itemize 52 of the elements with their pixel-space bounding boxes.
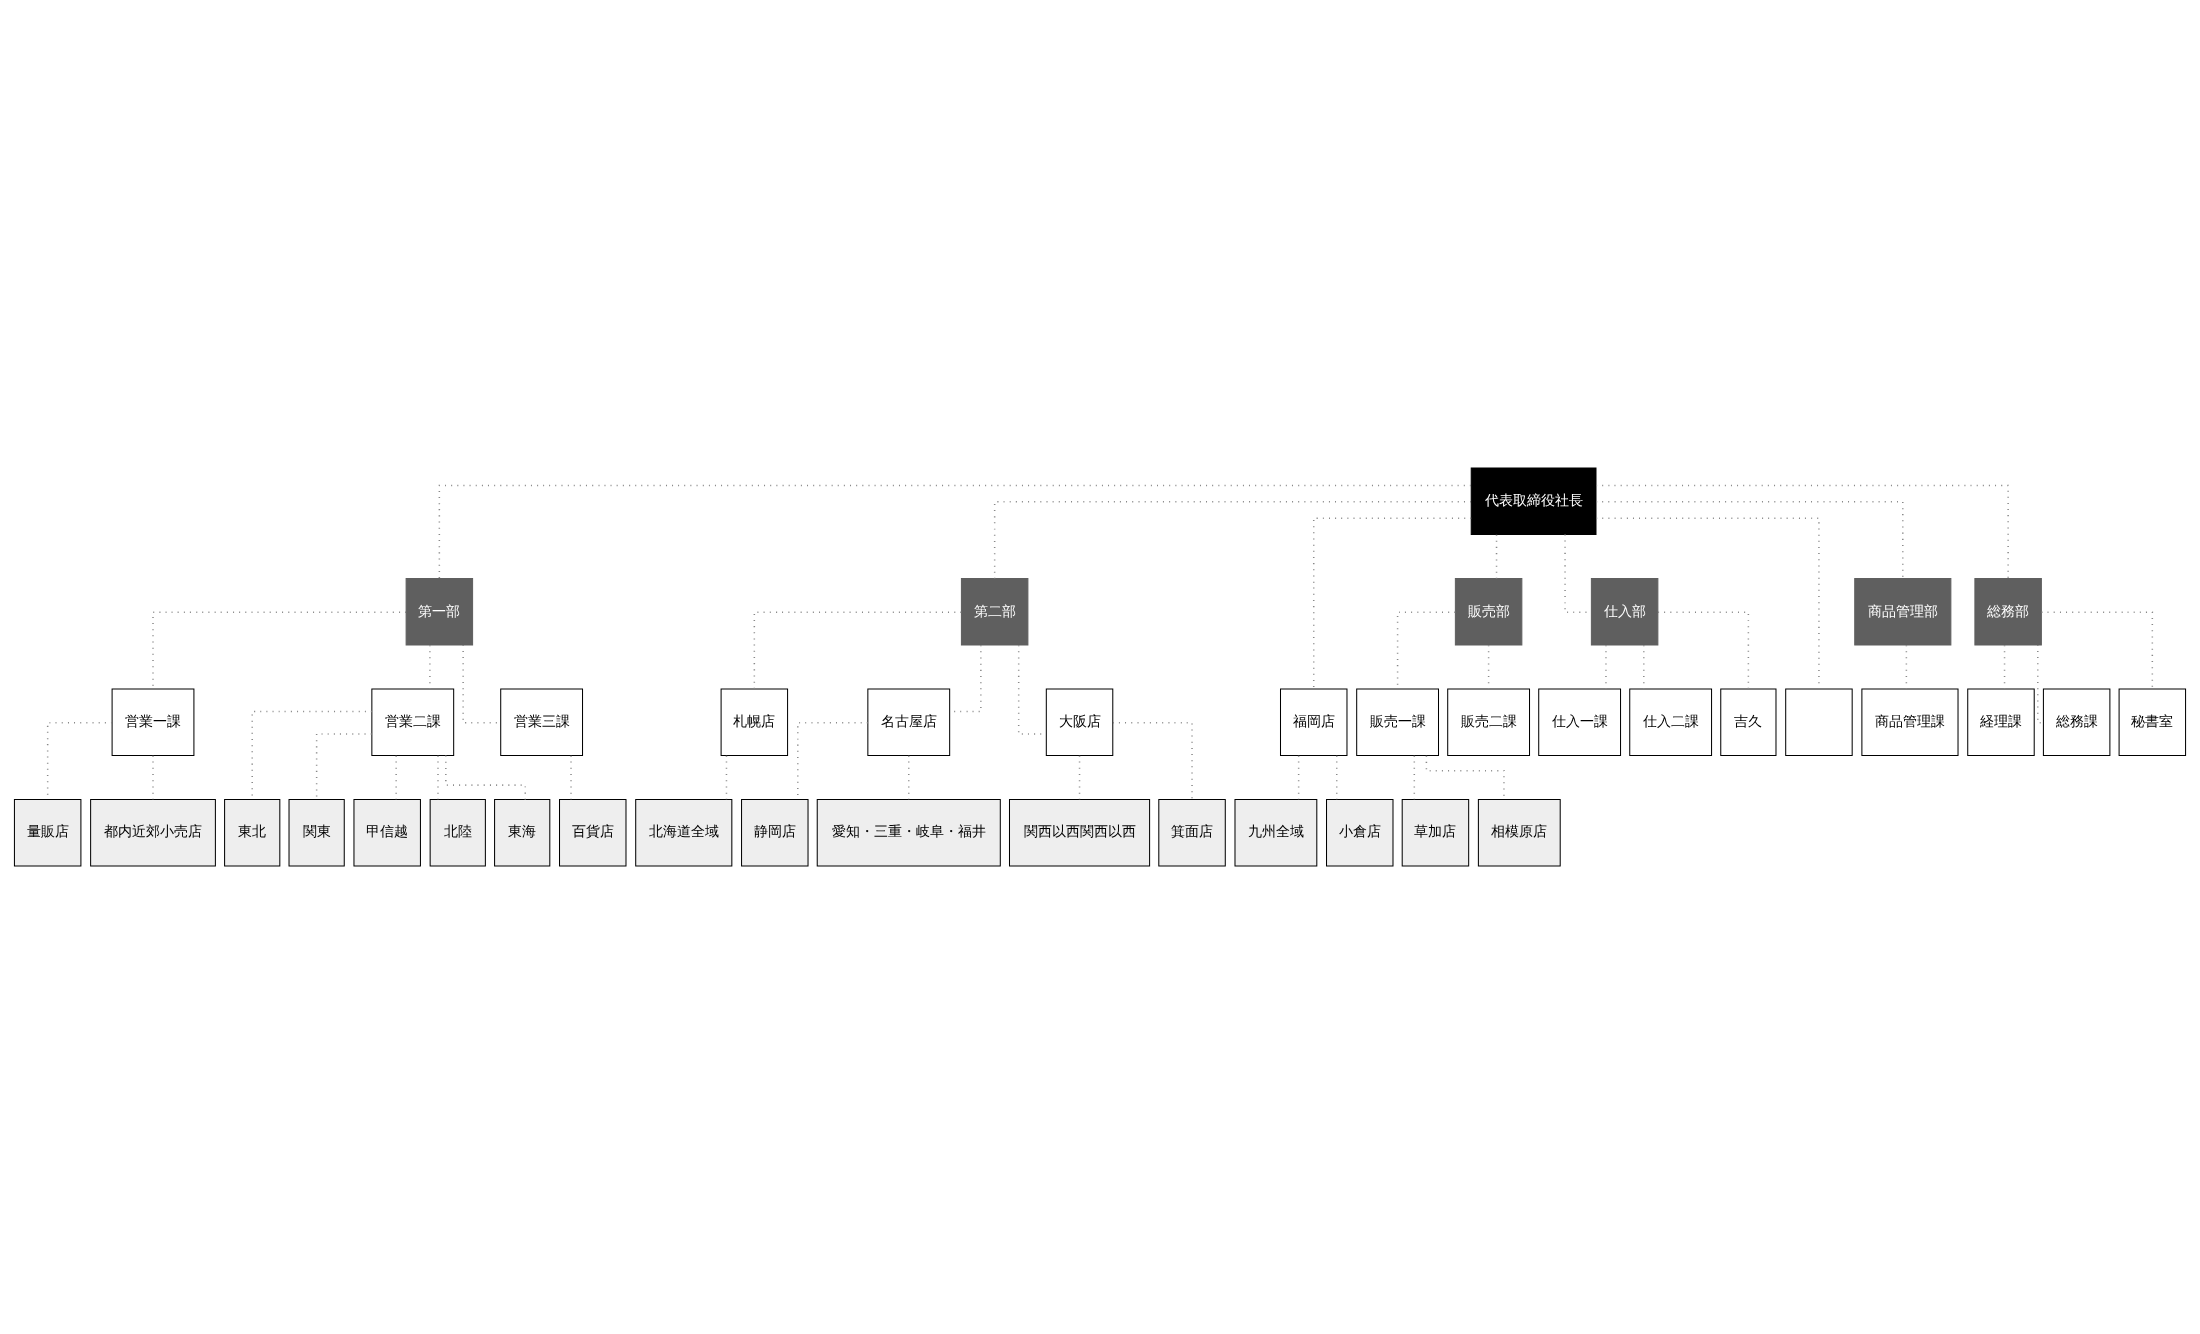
node-box: 福岡店 xyxy=(1280,688,1348,756)
node-box: 大阪店 xyxy=(1045,688,1114,756)
connector xyxy=(1112,721,1193,801)
node-box: 商品管理部 xyxy=(1854,578,1952,646)
node-box: 名古屋店 xyxy=(867,688,951,756)
node-box: 量販店 xyxy=(13,798,82,867)
connector xyxy=(1595,484,2009,580)
node-box: 営業一課 xyxy=(111,688,195,756)
node-box: 営業三課 xyxy=(500,688,584,756)
node-box: 仕入一課 xyxy=(1538,688,1622,756)
connector xyxy=(1312,517,1472,690)
node-box: 第一部 xyxy=(405,578,474,646)
node-box: 経理課 xyxy=(1967,688,2035,756)
node-box: 仕入部 xyxy=(1590,578,1659,646)
node-box: 関東 xyxy=(288,798,345,867)
node-box: 草加店 xyxy=(1401,798,1470,867)
node-box: 小倉店 xyxy=(1326,798,1394,867)
connector xyxy=(2037,644,2044,724)
node-box: 総務部 xyxy=(1974,578,2042,646)
connector xyxy=(1595,501,1904,580)
node-box: 関西以西関西以西 xyxy=(1009,798,1151,867)
node-box: 総務課 xyxy=(2042,688,2111,756)
connector xyxy=(753,611,962,690)
node-box: 百貨店 xyxy=(559,798,627,867)
connector xyxy=(1595,517,1820,690)
connector xyxy=(1657,611,1750,690)
node-box: 販売二課 xyxy=(1447,688,1531,756)
node-box: 甲信越 xyxy=(353,798,421,867)
node-box: 商品管理課 xyxy=(1861,688,1959,756)
node-box: 東海 xyxy=(494,798,551,867)
connector xyxy=(2040,611,2154,690)
node-box: 箕面店 xyxy=(1158,798,1226,867)
node-box: 販売部 xyxy=(1454,578,1523,646)
connector xyxy=(251,710,373,800)
node-box: 仕入二課 xyxy=(1629,688,1713,756)
node-box: 九州全域 xyxy=(1234,798,1318,867)
node-box: 静岡店 xyxy=(741,798,809,867)
node-box: 営業二課 xyxy=(371,688,455,756)
node-box xyxy=(1785,688,1853,756)
node-box: 北海道全域 xyxy=(635,798,733,867)
node-box: 代表取締役社長 xyxy=(1470,467,1597,536)
node-box: 吉久 xyxy=(1720,688,1777,756)
node-box: 秘書室 xyxy=(2118,688,2187,756)
node-box: 愛知・三重・岐阜・福井 xyxy=(816,798,1001,867)
node-box: 第二部 xyxy=(960,578,1029,646)
node-box: 販売一課 xyxy=(1356,688,1439,756)
connector xyxy=(438,484,1472,580)
node-box: 札幌店 xyxy=(720,688,789,756)
node-box: 相模原店 xyxy=(1477,798,1561,867)
node-box: 東北 xyxy=(224,798,281,867)
node-box: 北陸 xyxy=(429,798,486,867)
node-box: 都内近郊小売店 xyxy=(90,798,216,867)
